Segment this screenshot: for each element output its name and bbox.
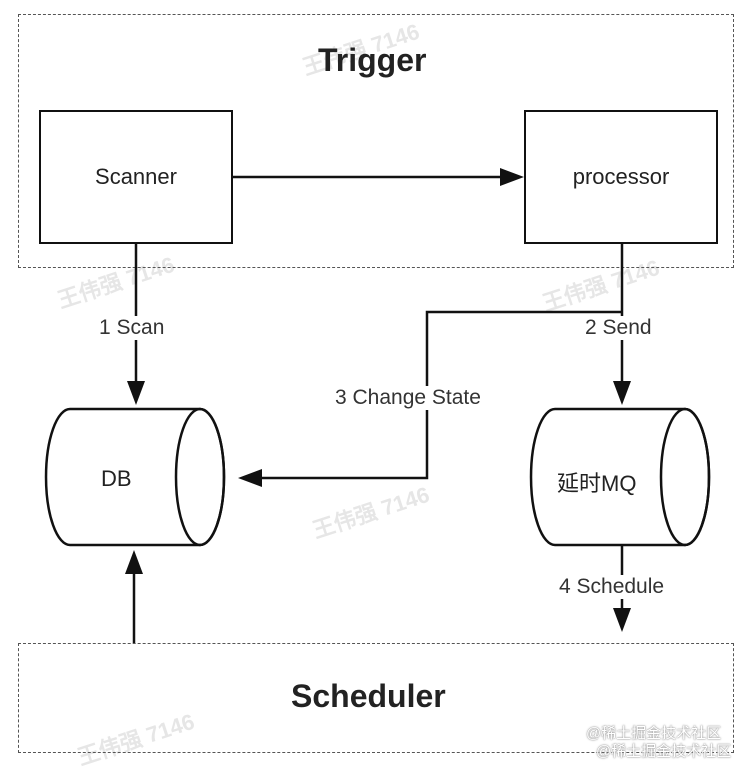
scheduler-group <box>18 643 734 753</box>
scanner-node: Scanner <box>39 110 233 244</box>
scanner-label: Scanner <box>95 164 177 189</box>
mq-label: 延时MQ <box>557 471 637 496</box>
db-cylinder <box>44 407 226 547</box>
mq-cylinder <box>529 407 711 547</box>
send-arrowhead <box>613 381 631 405</box>
trigger-title: Trigger <box>318 42 427 78</box>
change-state-arrowhead <box>238 469 262 487</box>
db-label: DB <box>101 466 132 491</box>
scheduler-to-db-arrowhead <box>125 550 143 574</box>
send-label: 2 Send <box>585 316 652 340</box>
site-watermark: @稀土掘金技术社区 <box>596 743 732 760</box>
site-watermark: @稀土掘金技术社区 <box>586 725 722 742</box>
schedule-arrowhead <box>613 608 631 632</box>
trigger-group <box>18 14 734 268</box>
scan-arrowhead <box>127 381 145 405</box>
processor-node: processor <box>524 110 718 244</box>
processor-label: processor <box>572 164 670 189</box>
scheduler-title: Scheduler <box>291 678 446 714</box>
scan-label: 1 Scan <box>99 316 165 340</box>
schedule-label: 4 Schedule <box>559 575 665 599</box>
scanner-to-processor-arrowhead <box>500 168 524 186</box>
change-state-label: 3 Change State <box>335 386 481 410</box>
